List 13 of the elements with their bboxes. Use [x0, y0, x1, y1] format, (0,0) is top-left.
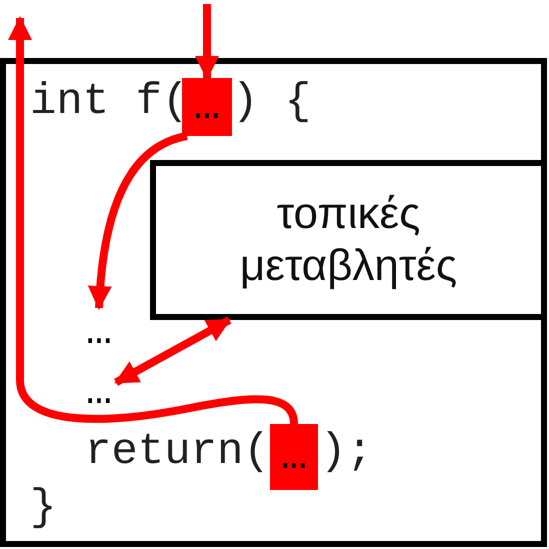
arrow — [88, 132, 188, 310]
arrow — [195, 4, 219, 80]
code-text: ); — [320, 428, 373, 476]
ellipsis: … — [82, 308, 116, 356]
code-text: return( — [85, 428, 270, 476]
box-text: τοπικές μεταβλητές — [238, 188, 458, 292]
code-text: } — [30, 484, 56, 532]
code-text: ) { — [232, 78, 312, 126]
arrow — [114, 316, 232, 386]
ellipsis: … — [82, 368, 116, 416]
highlighted-ellipsis: … — [270, 424, 318, 490]
highlighted-ellipsis: … — [182, 78, 232, 136]
code-frame — [0, 58, 547, 547]
